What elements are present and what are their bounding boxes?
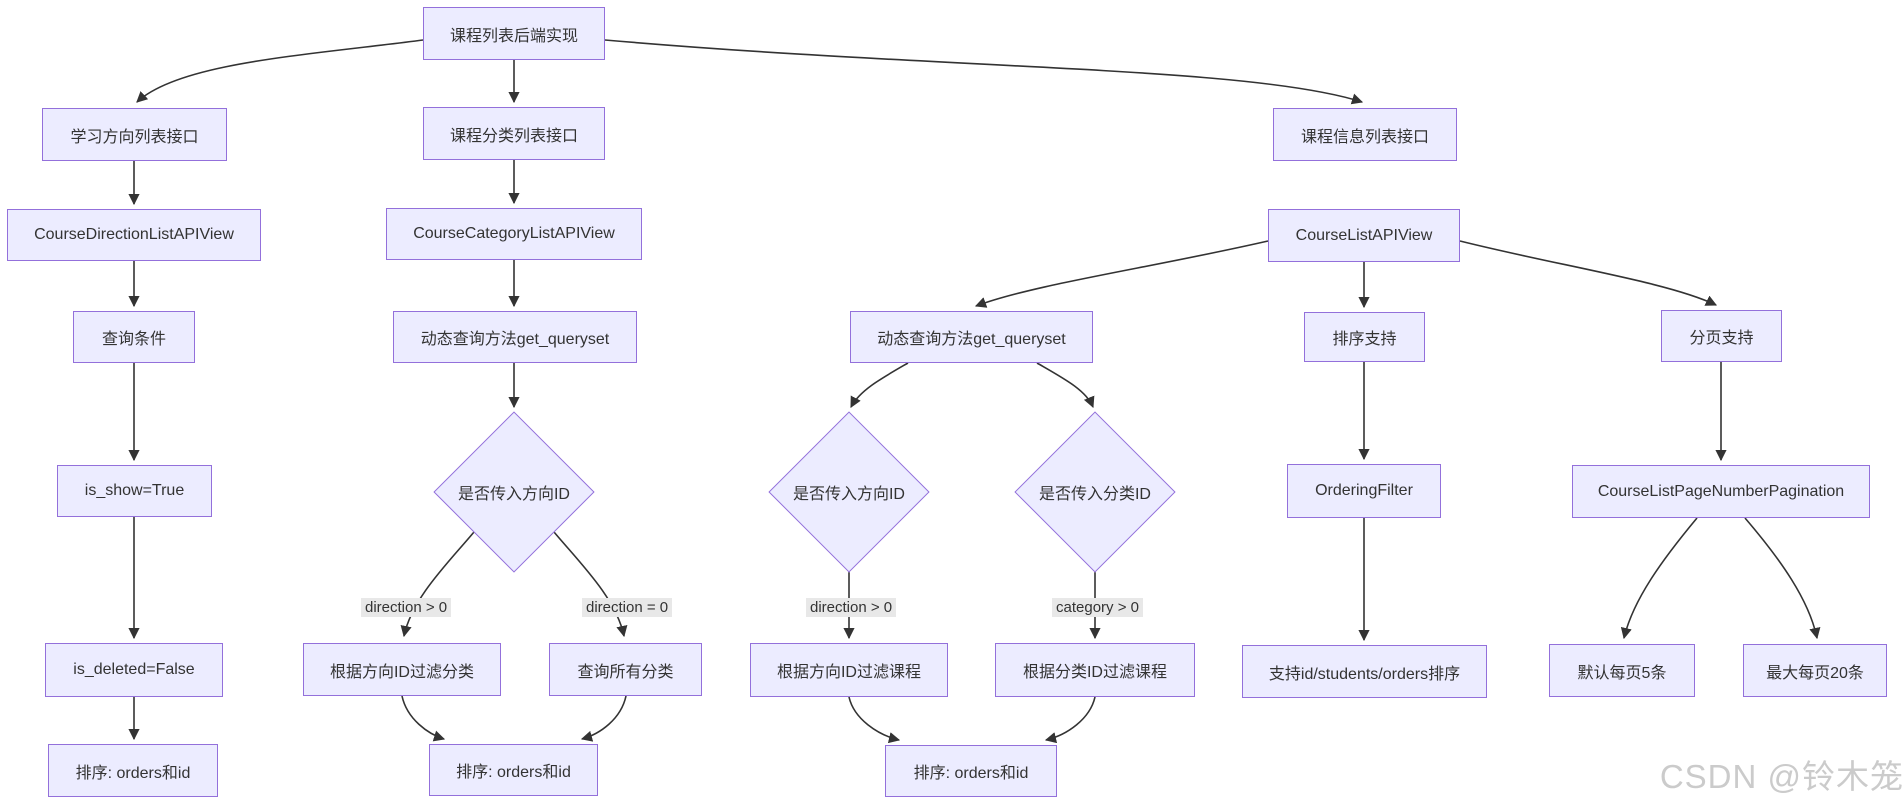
edge-course-filtercat-to-order bbox=[1044, 696, 1096, 744]
edge-label-direction-eq-category: direction = 0 bbox=[582, 598, 673, 617]
node-is-deleted: is_deleted=False bbox=[45, 643, 223, 697]
edge-course-filterdir-to-order bbox=[848, 696, 901, 744]
node-ordering-filter: OrderingFilter bbox=[1287, 464, 1441, 518]
edge-label-direction-gt-category: direction > 0 bbox=[361, 598, 452, 617]
node-course-order: 排序: orders和id bbox=[885, 745, 1057, 797]
node-filter-category-by-direction: 根据方向ID过滤分类 bbox=[303, 643, 501, 696]
decision-course-category: 是否传入分类ID bbox=[1038, 486, 1151, 503]
node-category-interface: 课程分类列表接口 bbox=[423, 107, 605, 160]
edge-queryset-to-decision-category bbox=[1036, 362, 1095, 409]
edge-courseview-to-page bbox=[1459, 240, 1718, 306]
node-filter-course-by-category: 根据分类ID过滤课程 bbox=[995, 643, 1195, 697]
edge-pagination-to-max bbox=[1744, 517, 1821, 640]
node-query-condition: 查询条件 bbox=[73, 311, 195, 363]
node-all-categories: 查询所有分类 bbox=[549, 643, 702, 696]
node-page-default: 默认每页5条 bbox=[1549, 644, 1695, 697]
edge-category-decision-to-all bbox=[553, 531, 628, 638]
edge-queryset-to-decision-direction bbox=[850, 362, 909, 408]
decision-course-direction: 是否传入方向ID bbox=[792, 486, 905, 503]
edge-category-filter-to-order bbox=[401, 695, 446, 742]
edge-courseview-to-queryset bbox=[974, 240, 1269, 308]
edge-pagination-to-default bbox=[1620, 517, 1698, 640]
decision-category-direction: 是否传入方向ID bbox=[457, 486, 570, 503]
node-course-interface: 课程信息列表接口 bbox=[1273, 108, 1457, 161]
edge-root-to-direction bbox=[136, 39, 424, 103]
node-category-queryset: 动态查询方法get_queryset bbox=[393, 311, 637, 363]
node-category-order: 排序: orders和id bbox=[429, 744, 598, 796]
node-is-show: is_show=True bbox=[57, 465, 212, 517]
edge-category-all-to-order bbox=[580, 695, 627, 742]
node-course-view: CourseListAPIView bbox=[1268, 209, 1460, 262]
node-course-queryset: 动态查询方法get_queryset bbox=[850, 311, 1093, 363]
node-pagination-class: CourseListPageNumberPagination bbox=[1572, 465, 1870, 518]
node-page-max: 最大每页20条 bbox=[1743, 644, 1887, 697]
edge-root-to-course bbox=[604, 39, 1364, 105]
watermark: CSDN @铃木笼 bbox=[1659, 758, 1904, 795]
node-filter-course-by-direction: 根据方向ID过滤课程 bbox=[750, 643, 948, 697]
edge-label-category-gt-course: category > 0 bbox=[1052, 598, 1143, 617]
node-sort-support: 排序支持 bbox=[1304, 312, 1425, 362]
node-sort-fields: 支持id/students/orders排序 bbox=[1242, 645, 1487, 698]
node-root: 课程列表后端实现 bbox=[423, 7, 605, 60]
edge-category-decision-to-filter bbox=[400, 531, 475, 638]
node-direction-interface: 学习方向列表接口 bbox=[42, 108, 227, 161]
node-direction-view: CourseDirectionListAPIView bbox=[7, 209, 261, 261]
node-page-support: 分页支持 bbox=[1661, 310, 1782, 362]
edge-label-direction-gt-course: direction > 0 bbox=[806, 598, 897, 617]
node-category-view: CourseCategoryListAPIView bbox=[386, 208, 642, 260]
node-direction-order: 排序: orders和id bbox=[48, 744, 218, 797]
